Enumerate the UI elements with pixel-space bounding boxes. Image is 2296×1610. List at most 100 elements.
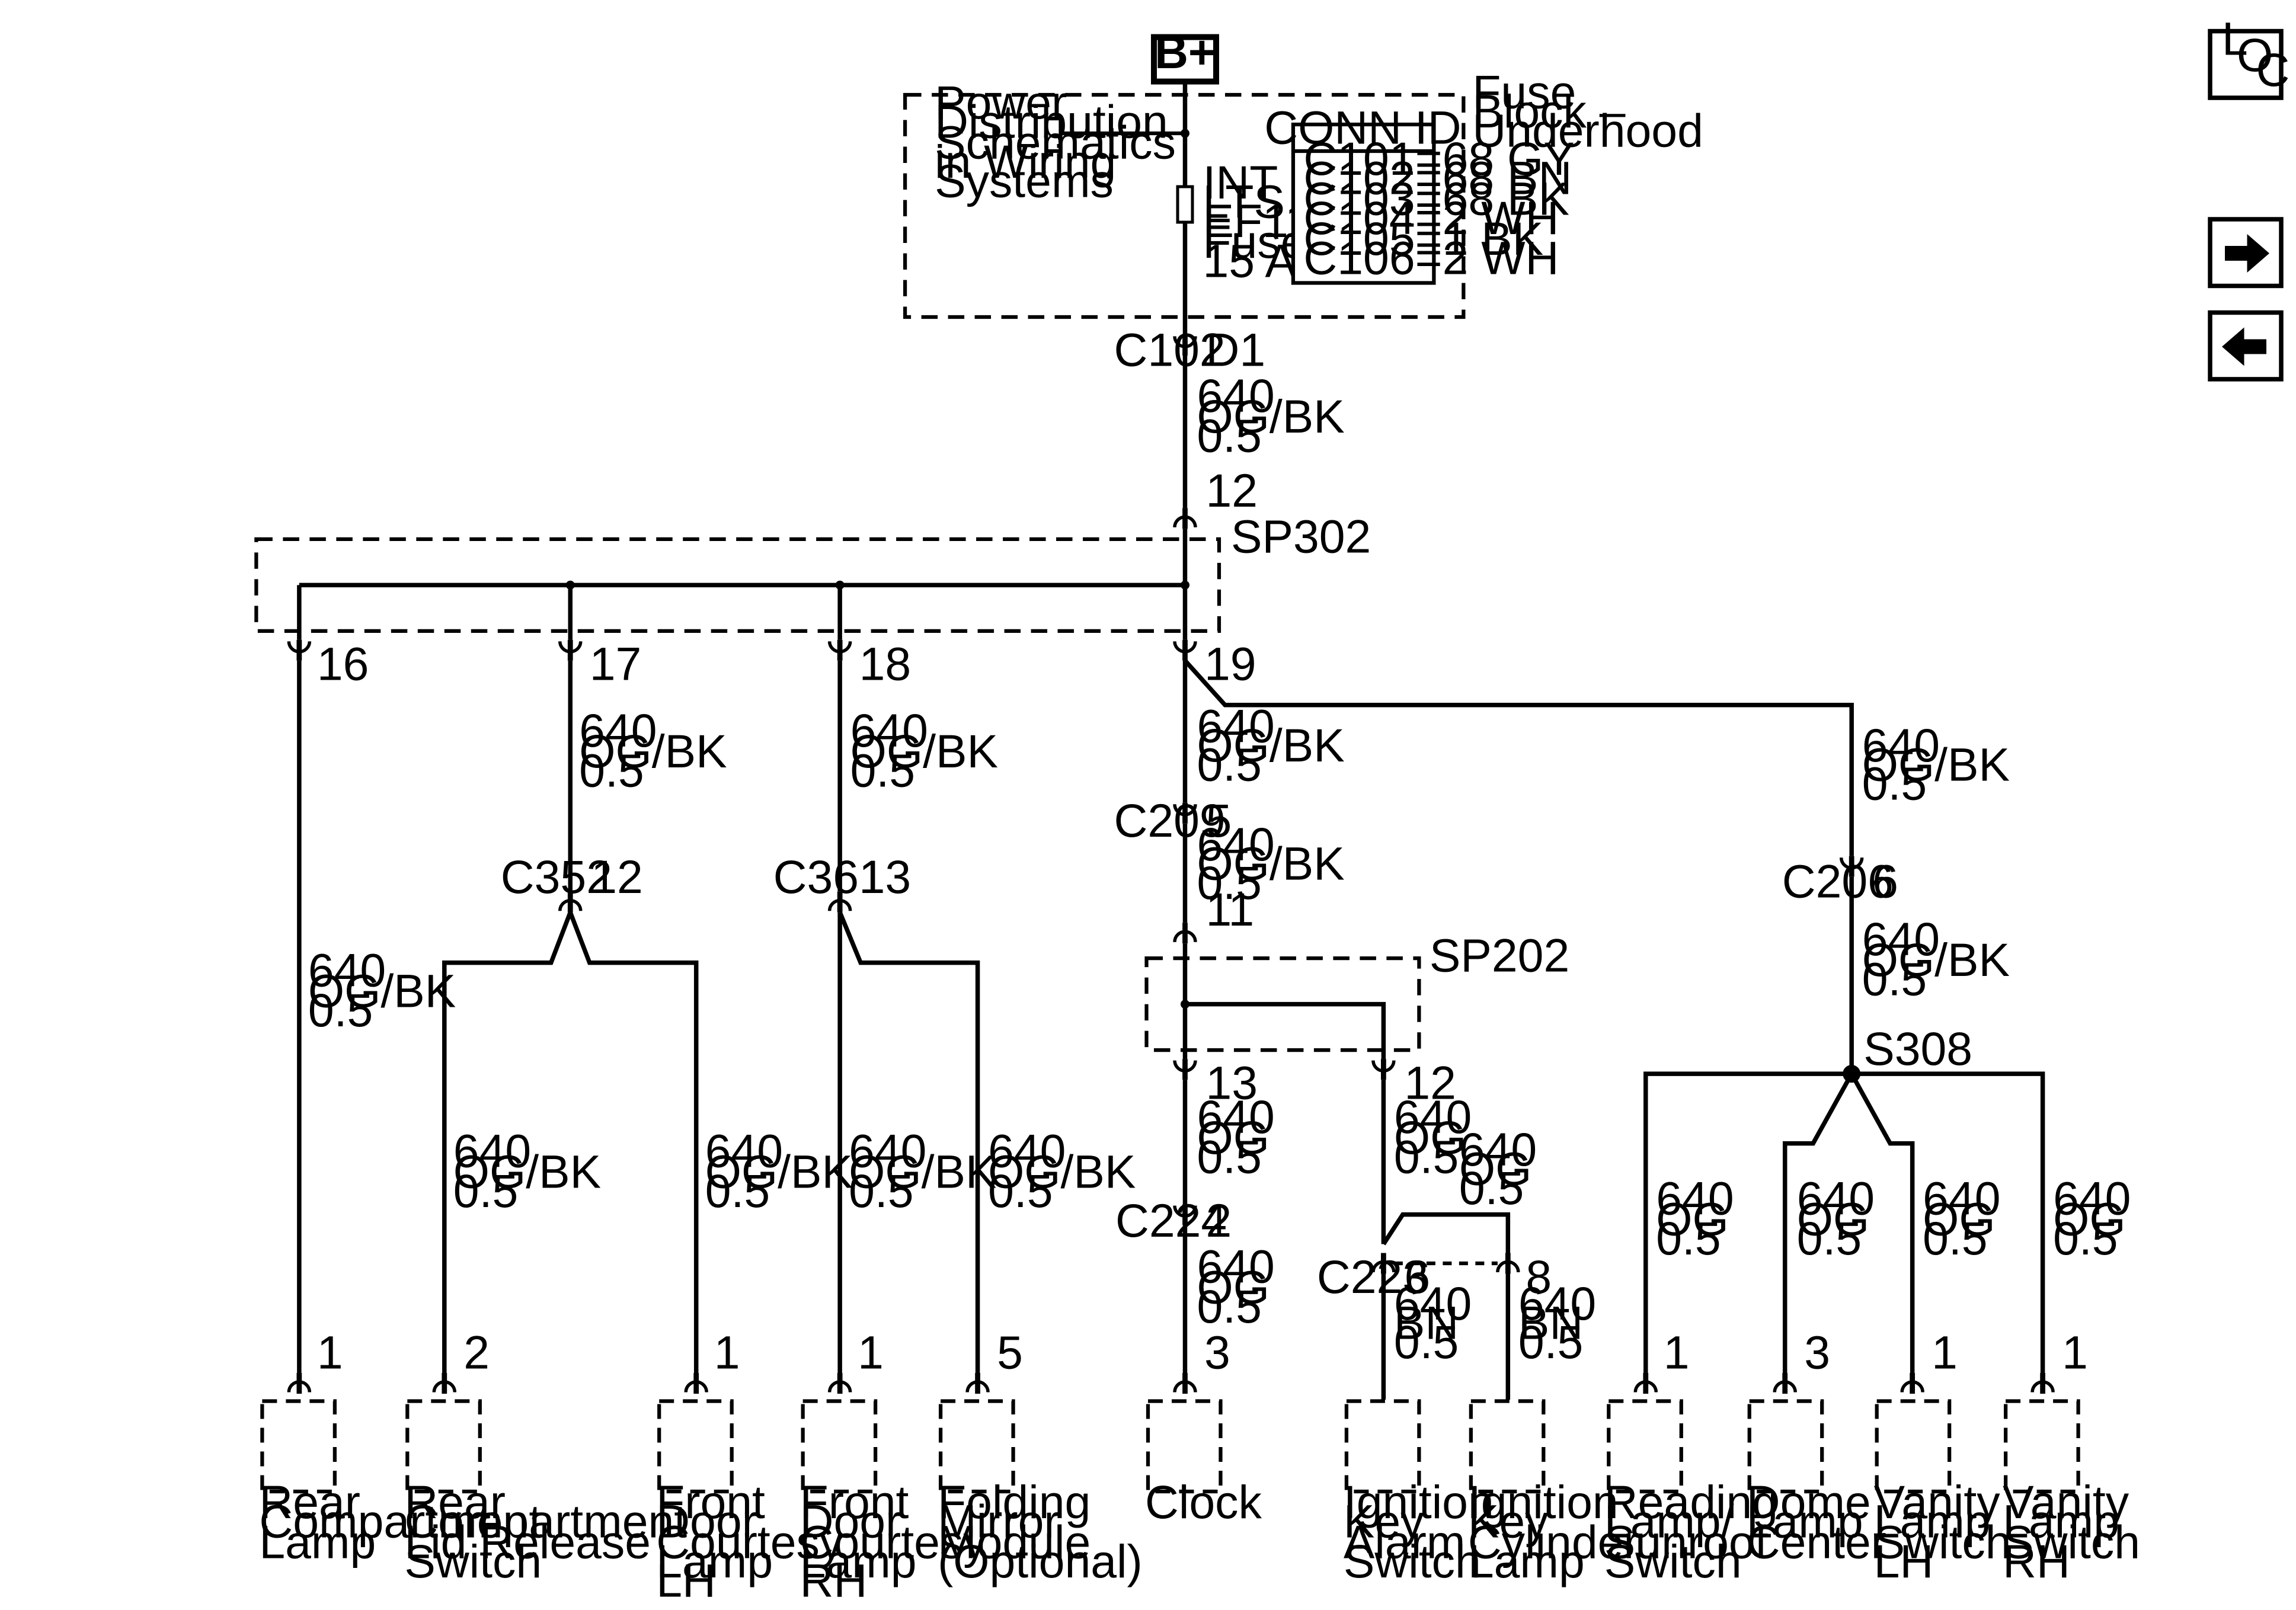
svg-text:6: 6 [1404, 1251, 1430, 1303]
sp302-in-socket [1175, 508, 1195, 529]
svg-text:3: 3 [1204, 1327, 1230, 1379]
component-vanity-lamp-switch-rh[interactable]: 1 Vanity Lamp Switch RH [2003, 1327, 2153, 1587]
component-label: Front Door Courtesy Lamp RH [800, 1476, 1000, 1606]
component-label: Front Door Courtesy Lamp LH [656, 1476, 856, 1606]
svg-text:SP302: SP302 [1231, 510, 1371, 562]
sp302-splice-pack: SP302 16 17 18 19 [254, 510, 1371, 690]
component-front-door-courtesy-lamp-rh[interactable]: 1 Front Door Courtesy Lamp RH [800, 1327, 1000, 1607]
component-label: Ignition Key Alarm Switch [1344, 1476, 1507, 1587]
svg-text:C352: C352 [501, 851, 612, 903]
wire-label-c361-right: 640 OG/BK 0.5 [988, 1125, 1149, 1217]
c223-connector: C223 6 8 [1317, 1251, 1552, 1303]
component-rear-compartment-lid-release-switch[interactable]: 2 Rear Compartment Lid Release Switch [404, 1327, 700, 1587]
wire-label-c361-left: 640 OG/BK 0.5 [849, 1125, 1009, 1217]
wire-label-branch-16: 640 OG/BK 0.5 [308, 945, 469, 1036]
wire-label-c206: 640 OG/BK 0.5 [1862, 913, 2023, 1005]
component-ignition-key-cylinder-lamp[interactable]: Ignition Key Cylinder Lamp [1468, 1399, 1652, 1587]
sp302-in-pin: 12 [1205, 465, 1258, 517]
svg-text:C102: C102 [1114, 324, 1226, 376]
wire-label-c209: 640 OG/BK 0.5 [1197, 818, 1357, 909]
component-label: Ignition Key Cylinder Lamp [1468, 1476, 1652, 1587]
component-label: Vanity Lamp Switch LH [1874, 1476, 2025, 1587]
component-label: Rear Compartment Lamp [259, 1476, 555, 1568]
svg-text:5: 5 [997, 1327, 1023, 1379]
svg-text:C206: C206 [1782, 856, 1894, 908]
component-folding-mirror-module[interactable]: 5 Folding Mirror Module (Optional) [938, 1327, 1143, 1587]
power-distribution-note: Power Distribution Schematics in Wiring … [935, 76, 1189, 207]
wire-label-branch-19: 640 OG/BK 0.5 [1197, 700, 1357, 790]
s308-splice: S308 [1843, 1023, 1972, 1083]
svg-text:1: 1 [858, 1327, 884, 1379]
component-dome-lamp-center[interactable]: 3 Dome Lamp Center [1747, 1327, 1886, 1569]
wire-label-c352-left: 640 OG/BK 0.5 [453, 1125, 614, 1217]
next-page-button[interactable] [2208, 217, 2284, 289]
component-ignition-key-alarm-switch[interactable]: Ignition Key Alarm Switch [1344, 1399, 1507, 1587]
wire-label-sp202-12: 640 OG 0.5 [1394, 1091, 1485, 1183]
component-vanity-lamp-switch-lh[interactable]: 1 Vanity Lamp Switch LH [1874, 1327, 2025, 1587]
svg-text:1: 1 [1664, 1327, 1690, 1379]
wire-label-main: 640 OG/BK 0.5 [1197, 370, 1357, 462]
svg-text:12: 12 [591, 851, 643, 903]
conn-id-rows: C101=68 GY C102=68 BN C103=68 BK C104=2 … [1303, 133, 1587, 284]
arrow-right-icon [2225, 233, 2270, 273]
svg-text:16: 16 [317, 638, 369, 690]
svg-text:C209: C209 [1114, 795, 1226, 847]
fuse-block-underhood: Fuse Block – Underhood Power Distributio… [903, 66, 1703, 335]
battery-label: B+ [1155, 26, 1216, 78]
svg-text:1: 1 [2062, 1327, 2088, 1379]
wire-label-s308-3: 640 OG 0.5 [1923, 1173, 2013, 1265]
battery-terminal: B+ [1150, 26, 1219, 85]
c209-out-pin: 11 [1205, 884, 1254, 936]
svg-text:SP202: SP202 [1430, 930, 1569, 982]
svg-text:C224: C224 [1115, 1195, 1227, 1247]
component-front-door-courtesy-lamp-lh[interactable]: 1 Front Door Courtesy Lamp LH [656, 1327, 856, 1607]
component-label: Vanity Lamp Switch RH [2003, 1476, 2153, 1587]
svg-text:1: 1 [1932, 1327, 1958, 1379]
component-label: Clock [1145, 1476, 1262, 1528]
wire-label-branch-17: 640 OG/BK 0.5 [579, 705, 740, 796]
component-clock[interactable]: 3 Clock [1145, 1327, 1262, 1528]
wire-label-s308-2: 640 OG 0.5 [1797, 1173, 1888, 1265]
svg-text:6: 6 [1872, 856, 1898, 908]
component-label: Rear Compartment Lid Release Switch [404, 1476, 700, 1587]
component-label: Reading Lamp/ Sunroof Switch [1604, 1476, 1791, 1587]
wire-label-c223-8: 640 BN 0.5 [1518, 1278, 1609, 1368]
fuse-block-title: Fuse Block – Underhood [1472, 66, 1703, 157]
conn-id-table: CONN ID C101=68 GY C102=68 BN C103=68 BK… [1264, 102, 1587, 285]
wire-label-c352-right: 640 OG/BK 0.5 [705, 1125, 866, 1217]
c206-connector: C206 6 [1782, 856, 1898, 908]
wire-label-s308-1: 640 OG 0.5 [1656, 1173, 1747, 1265]
arrow-left-icon [2222, 327, 2267, 366]
svg-text:13: 13 [1205, 1057, 1258, 1109]
svg-text:8: 8 [1526, 1251, 1552, 1303]
sp202-splice-pack: SP202 13 12 [1144, 930, 1569, 1109]
c209-connector: C209 5 [1114, 795, 1232, 847]
wire-label-branch-19b: 640 OG/BK 0.5 [1862, 719, 2023, 810]
wire-label-c223-jumper: 640 OG 0.5 [1459, 1124, 1550, 1214]
component-rear-compartment-lamp[interactable]: 1 Rear Compartment Lamp [259, 1327, 555, 1569]
wire-label-c223-6: 640 BN 0.5 [1394, 1278, 1485, 1368]
svg-text:D1: D1 [1205, 324, 1265, 376]
previous-page-button[interactable] [2208, 310, 2284, 382]
svg-text:13: 13 [859, 851, 912, 903]
svg-text:17: 17 [590, 638, 642, 690]
conn-id-header: CONN ID [1264, 102, 1461, 154]
c224-connector: C224 2 [1115, 1195, 1232, 1247]
svg-text:2: 2 [463, 1327, 490, 1379]
svg-text:19: 19 [1204, 638, 1256, 690]
svg-text:C223: C223 [1317, 1251, 1428, 1303]
svg-text:2: 2 [1205, 1195, 1232, 1247]
c361-connector: C361 13 [773, 851, 912, 912]
wire-label-c224: 640 OG 0.5 [1197, 1241, 1287, 1333]
svg-text:12: 12 [1404, 1057, 1456, 1109]
svg-text:18: 18 [859, 638, 912, 690]
loc-button[interactable]: L O C [2208, 13, 2289, 100]
wire-label-sp202-13: 640 OG 0.5 [1197, 1091, 1287, 1183]
fuse-ef11-icon [1176, 185, 1194, 224]
svg-text:1: 1 [317, 1327, 343, 1379]
svg-text:1: 1 [714, 1327, 740, 1379]
svg-text:5: 5 [1205, 795, 1232, 847]
component-reading-lamp-sunroof-switch[interactable]: 1 Reading Lamp/ Sunroof Switch [1604, 1327, 1791, 1587]
svg-text:3: 3 [1804, 1327, 1830, 1379]
